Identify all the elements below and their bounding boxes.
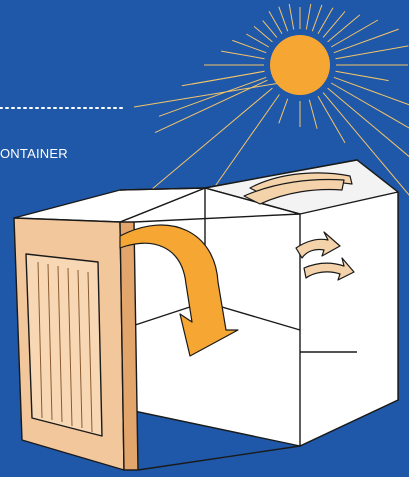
- sun-ray: [322, 11, 346, 38]
- sun-ray: [311, 4, 323, 32]
- sun-ray: [268, 11, 283, 35]
- caption-label: ONTAINER: [0, 146, 68, 161]
- airflow-arrow-icon: [119, 172, 355, 357]
- sun-ray: [333, 76, 409, 106]
- sun-ray: [232, 39, 267, 54]
- sun-ray: [327, 87, 409, 158]
- sun-ray: [333, 28, 399, 54]
- sun-ray: [308, 99, 318, 129]
- sun-ray: [262, 20, 278, 38]
- sun-ray: [221, 50, 265, 60]
- sun-ray: [288, 3, 295, 30]
- sun-ray: [181, 70, 265, 87]
- leader-line: [0, 82, 281, 109]
- sun-ray: [278, 6, 289, 32]
- sun-icon: [270, 35, 330, 95]
- sun-ray: [317, 95, 346, 144]
- sun-ray: [278, 98, 289, 124]
- sun-ray: [305, 3, 312, 30]
- sun-ray: [327, 14, 361, 43]
- sun-ray: [253, 26, 273, 43]
- sun-ray: [330, 19, 379, 48]
- sun-ray: [335, 45, 409, 60]
- sun-ray: [322, 92, 409, 196]
- sun-ray: [330, 82, 409, 129]
- sun-ray: [246, 33, 270, 48]
- sun-rays: [100, 3, 409, 238]
- sun-ray: [158, 76, 267, 117]
- sun-ray: [335, 70, 389, 82]
- sun-ray: [317, 7, 334, 35]
- sun-ray: [154, 79, 268, 134]
